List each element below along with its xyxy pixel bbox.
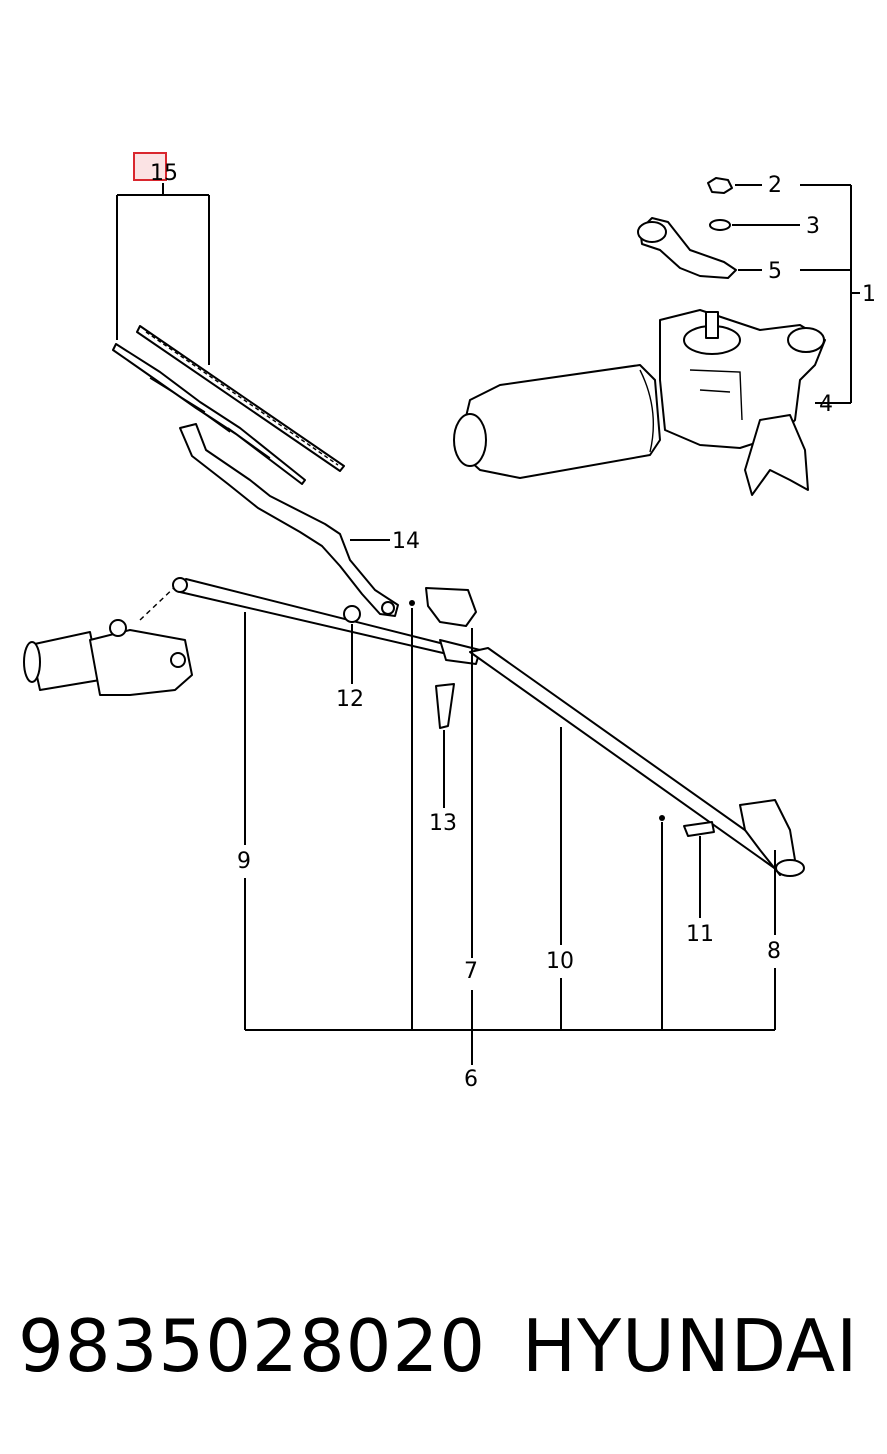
callout-12[interactable]: 12 (336, 687, 364, 712)
callout-14[interactable]: 14 (392, 529, 420, 554)
callout-2[interactable]: 2 (768, 173, 782, 198)
brand-name: HYUNDAI (522, 1304, 859, 1388)
wiper-linkage[interactable] (23, 577, 805, 1065)
callout-8[interactable]: 8 (767, 939, 781, 964)
callout-6[interactable]: 6 (464, 1067, 478, 1092)
callout-13[interactable]: 13 (429, 811, 457, 836)
wiper-blade-assembly[interactable] (112, 183, 345, 485)
callout-3[interactable]: 3 (806, 214, 820, 239)
callout-11[interactable]: 11 (686, 922, 714, 947)
callout-1[interactable]: 1 (862, 282, 876, 307)
callout-10[interactable]: 10 (546, 949, 574, 974)
part-number: 9835028020 (18, 1304, 487, 1388)
callout-15-highlight[interactable] (133, 152, 167, 181)
wiper-motor-assembly[interactable] (453, 177, 860, 496)
wiper-arm[interactable] (179, 423, 399, 617)
callout-5[interactable]: 5 (768, 259, 782, 284)
callout-9[interactable]: 9 (237, 849, 251, 874)
callout-7[interactable]: 7 (464, 959, 478, 984)
callout-4[interactable]: 4 (819, 392, 833, 417)
callout-15[interactable]: 15 (150, 161, 178, 186)
